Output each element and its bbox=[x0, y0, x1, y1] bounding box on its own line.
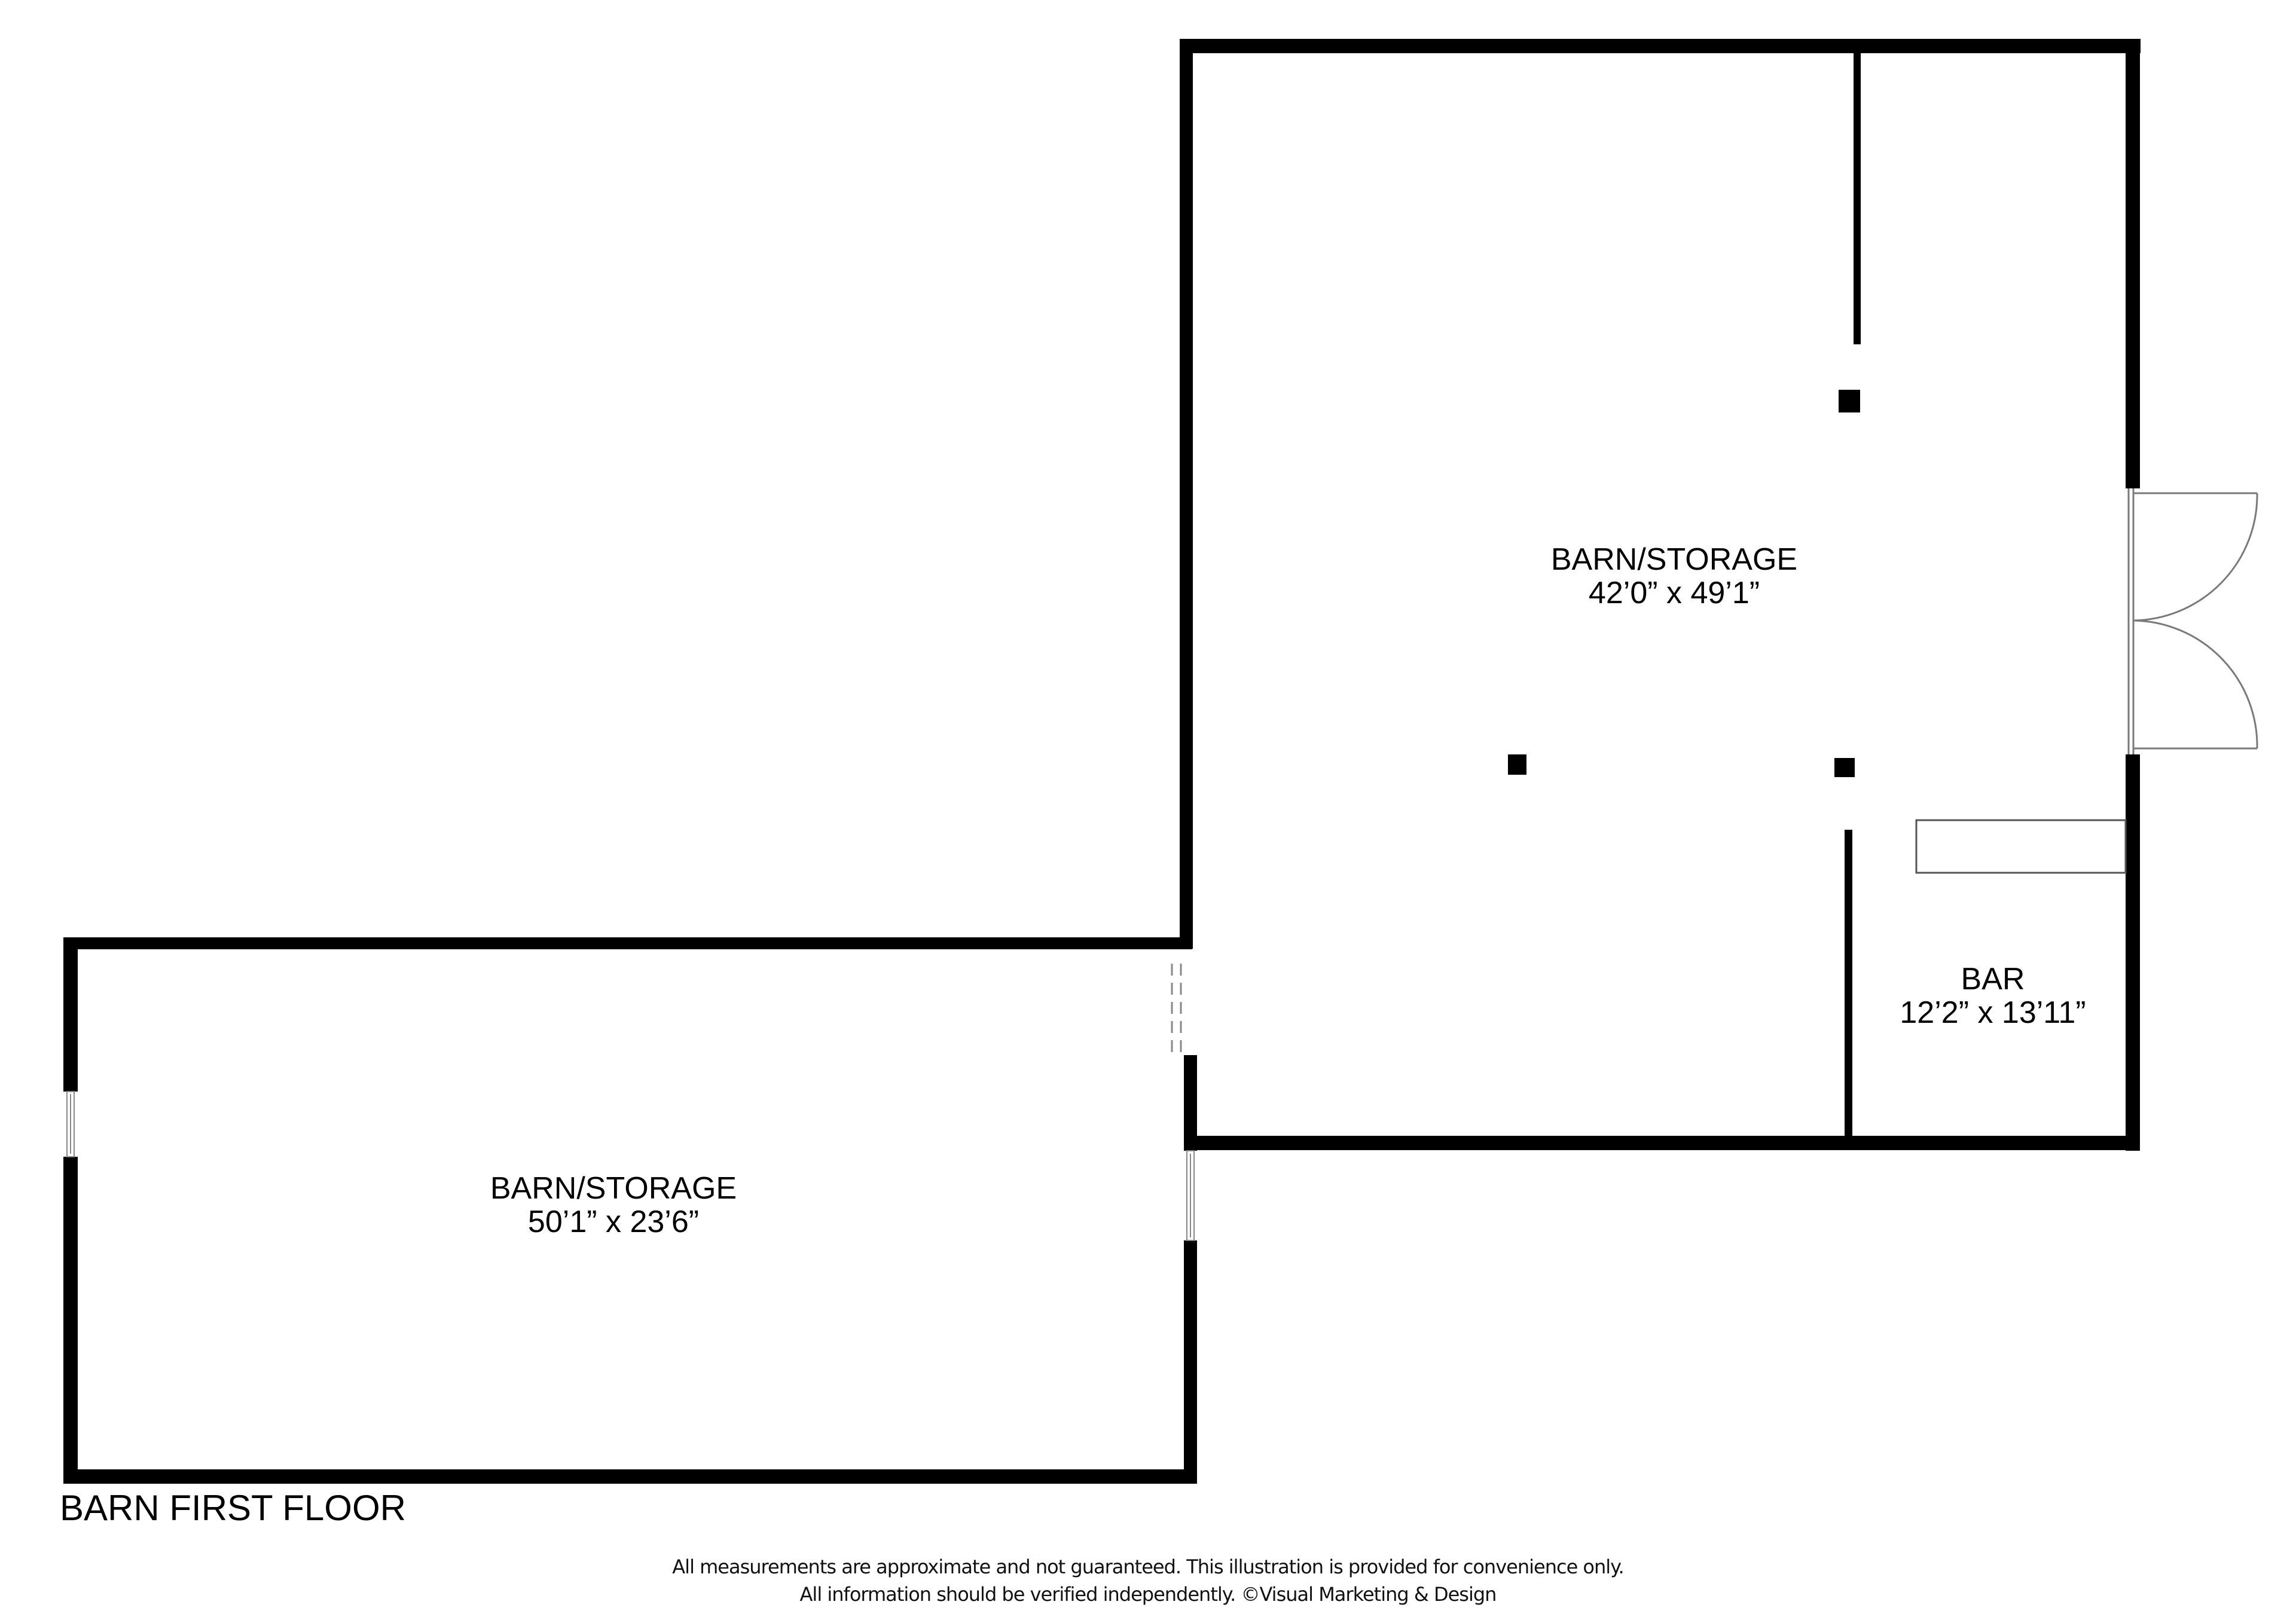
floor-title: BARN FIRST FLOOR bbox=[60, 1488, 406, 1528]
pillar bbox=[1834, 758, 1855, 777]
lower-room-walls bbox=[63, 937, 1197, 1484]
disclaimer: All measurements are approximate and not… bbox=[0, 1553, 2296, 1608]
disclaimer-line-2: All information should be verified indep… bbox=[799, 1583, 1497, 1606]
upper-room-walls bbox=[1180, 39, 2141, 1151]
room-dimensions: 42’0” x 49’1” bbox=[1588, 576, 1760, 610]
upper-left-wall-lower bbox=[1184, 1055, 1197, 1151]
lower-left-wall-top bbox=[63, 937, 78, 1092]
upper-right-wall-bottom bbox=[2126, 754, 2140, 1151]
room-dimensions: 12’2” x 13’11” bbox=[1900, 995, 2086, 1030]
lower-right-wall-bottom bbox=[1184, 1240, 1197, 1483]
bar-counter bbox=[1915, 819, 2127, 874]
room-label-barn-storage-upper: BARN/STORAGE 42’0” x 49’1” bbox=[1551, 543, 1797, 610]
lower-left-wall-bottom bbox=[63, 1157, 78, 1483]
interior-partition-top bbox=[1854, 53, 1861, 344]
room-dimensions: 50’1” x 23’6” bbox=[527, 1205, 700, 1239]
window-icon bbox=[1186, 1150, 1195, 1241]
open-passage bbox=[1171, 964, 1182, 1055]
room-name: BARN/STORAGE bbox=[1550, 542, 1798, 577]
lower-bottom-wall bbox=[63, 1469, 1197, 1484]
disclaimer-line-1: All measurements are approximate and not… bbox=[672, 1555, 1624, 1578]
room-label-bar: BAR 12’2” x 13’11” bbox=[1900, 962, 2086, 1029]
double-door-icon bbox=[2127, 488, 2258, 754]
upper-right-wall-top bbox=[2126, 39, 2140, 488]
window-icon bbox=[66, 1091, 75, 1157]
interior-partition-bar bbox=[1845, 830, 1852, 1138]
upper-top-wall bbox=[1180, 39, 2141, 53]
pillar bbox=[1508, 754, 1526, 775]
room-label-barn-storage-lower: BARN/STORAGE 50’1” x 23’6” bbox=[490, 1172, 737, 1239]
upper-left-wall bbox=[1180, 39, 1193, 949]
lower-top-wall bbox=[63, 937, 1192, 949]
room-name: BAR bbox=[1961, 962, 2025, 997]
pillar bbox=[1839, 390, 1860, 412]
upper-bottom-wall bbox=[1184, 1136, 2140, 1150]
room-name: BARN/STORAGE bbox=[490, 1171, 737, 1206]
